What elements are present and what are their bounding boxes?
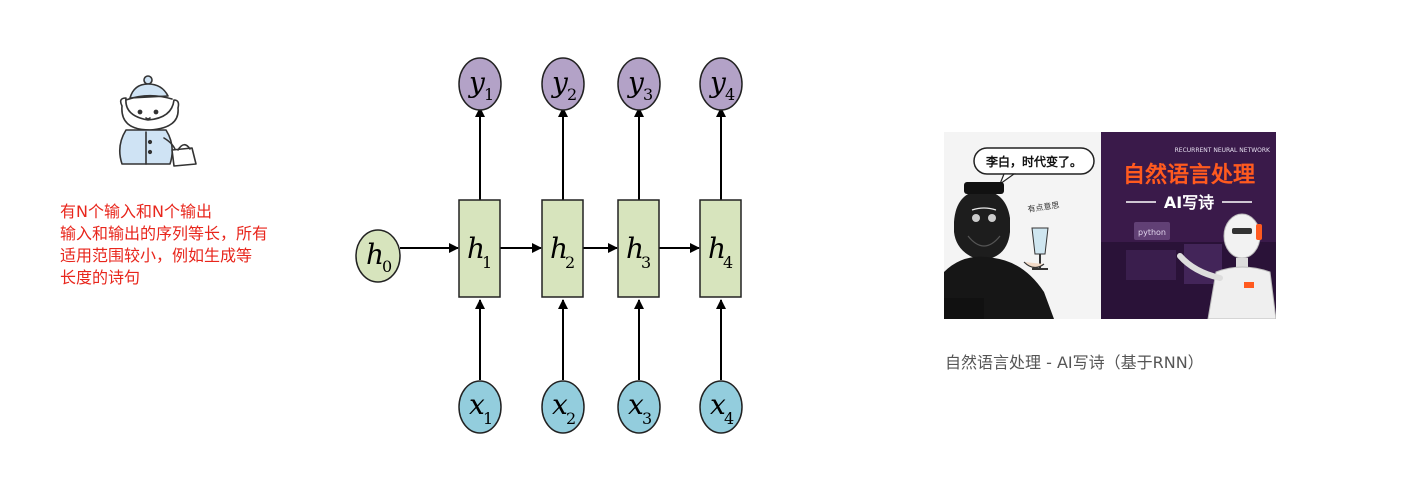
hidden-state-box — [541, 199, 584, 298]
input-node — [541, 380, 585, 434]
speech-bubble — [973, 147, 1095, 175]
hidden-state-box — [699, 199, 742, 298]
output-letter: y — [708, 66, 727, 99]
input-node — [699, 380, 743, 434]
initial-state-node — [355, 229, 401, 283]
speech-bubble-text: 李白，时代变了。 — [985, 154, 1082, 169]
note-line: 长度的诗句 — [60, 268, 141, 287]
output-sub: 3 — [643, 85, 653, 104]
hidden-sub: 4 — [723, 253, 733, 272]
note-line: 有N个输入和N个输出 — [60, 202, 212, 221]
handwriting-text: 有点意思 — [1027, 200, 1060, 214]
hidden-letter: h — [550, 232, 568, 265]
output-letter: y — [550, 66, 569, 99]
hidden-sub: 3 — [641, 253, 651, 272]
input-node — [458, 380, 502, 434]
thumbnail-main-title: 自然语言处理 — [1123, 162, 1255, 188]
article-caption-link[interactable]: 自然语言处理 - AI写诗（基于RNN） — [945, 353, 1204, 372]
note-line: 适用范围较小，例如生成等 — [60, 246, 253, 265]
hidden-letter: h — [708, 232, 726, 265]
output-node — [617, 57, 661, 111]
hidden-state-box — [458, 199, 501, 298]
output-sub: 2 — [567, 85, 577, 104]
input-sub: 3 — [642, 409, 652, 428]
initial-state-letter: h — [366, 238, 384, 271]
input-letter: x — [710, 388, 726, 421]
input-sub: 1 — [483, 409, 493, 428]
input-letter: x — [628, 388, 644, 421]
thumbnail-small-tag: RECURRENT NEURAL NETWORK — [1175, 147, 1271, 154]
time-step-2: h 2 x 2 y 2 — [541, 57, 585, 434]
hidden-sub: 1 — [482, 253, 492, 272]
input-letter: x — [552, 388, 568, 421]
annotation-note: 有N个输入和N个输出 输入和输出的序列等长，所有 适用范围较小，例如生成等 长度… — [60, 201, 330, 289]
input-sub: 4 — [724, 409, 734, 428]
wine-glass-icon — [1023, 227, 1049, 270]
output-sub: 1 — [484, 85, 494, 104]
output-node — [541, 57, 585, 111]
hidden-letter: h — [626, 232, 644, 265]
thumbnail-sub-title: AI写诗 — [1164, 193, 1214, 212]
output-sub: 4 — [725, 85, 735, 104]
output-node — [699, 57, 743, 111]
input-letter: x — [469, 388, 485, 421]
article-thumbnail[interactable]: 李白，时代变了。 有点意思 RECURRENT NEURAL NETWORK 自… — [944, 132, 1276, 319]
hidden-state-box — [617, 199, 660, 298]
output-node — [458, 57, 502, 111]
hidden-letter: h — [467, 232, 485, 265]
initial-state-sub: 0 — [382, 257, 392, 276]
output-letter: y — [467, 66, 486, 99]
time-step-4: h 4 x 4 y 4 — [699, 57, 743, 434]
rnn-many-to-many-diagram: h 0 h 1 x 1 y 1 h 2 x 2 y 2 h 3 — [355, 57, 743, 434]
python-sticker: python — [1138, 228, 1166, 237]
robot-figure-icon — [1177, 213, 1276, 319]
time-step-1: h 1 x 1 y 1 — [458, 57, 502, 434]
time-step-3: h 3 x 3 y 3 — [617, 57, 661, 434]
output-letter: y — [626, 66, 645, 99]
bear-mascot-icon — [100, 72, 204, 176]
hidden-sub: 2 — [565, 253, 575, 272]
input-sub: 2 — [566, 409, 576, 428]
note-line: 输入和输出的序列等长，所有 — [60, 224, 269, 243]
input-node — [617, 380, 661, 434]
